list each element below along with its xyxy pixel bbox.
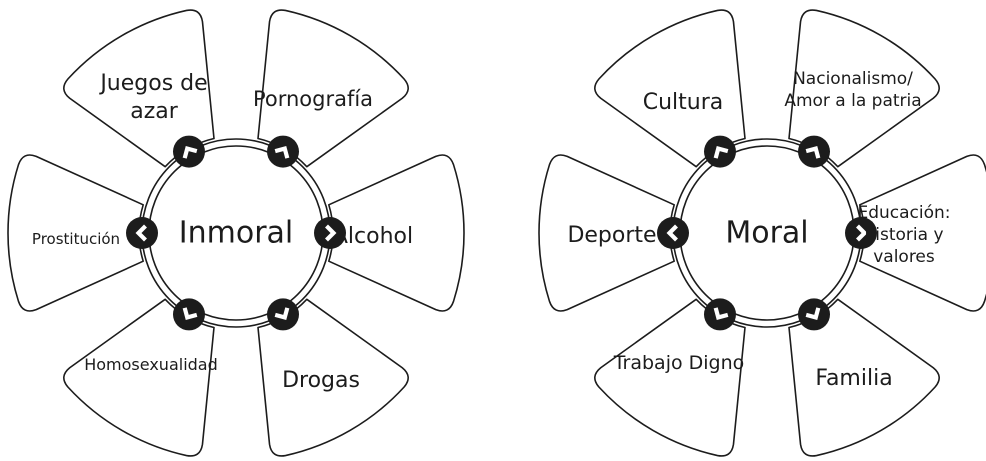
arrow-icon [267, 135, 299, 168]
arrow-icon [126, 217, 158, 249]
arrow-icon [845, 217, 877, 249]
arrow-icon [173, 135, 205, 168]
segment-label: Familia [815, 366, 892, 391]
segment-label: Homosexualidad [84, 355, 218, 374]
center-label: Moral [725, 216, 808, 251]
arrow-icon [704, 135, 736, 168]
segment-0-2 [328, 154, 465, 312]
segment-0-0 [63, 9, 215, 168]
arrow-icon [173, 298, 205, 331]
arrow-icon [798, 135, 830, 168]
segment-0-1 [257, 9, 409, 168]
segment-1-2 [859, 154, 986, 312]
segment-label: Drogas [282, 368, 360, 393]
arrow-icon [267, 298, 299, 331]
segment-label: Nacionalismo/Amor a la patria [784, 69, 921, 111]
wheel-moral: Moral Cultura Nacionalismo/Amor a la patri… [538, 9, 986, 457]
segment-1-1 [788, 9, 940, 168]
segment-label: Trabajo Digno [613, 352, 745, 374]
segment-0-4 [63, 298, 215, 457]
segment-label: Cultura [643, 90, 724, 115]
arrow-icon [798, 298, 830, 331]
segment-1-5 [538, 154, 675, 312]
arrow-icon [314, 217, 346, 249]
arrow-icon [657, 217, 689, 249]
segment-1-3 [788, 298, 940, 457]
segment-1-0 [594, 9, 746, 168]
segment-label: Pornografía [253, 87, 373, 111]
segment-0-3 [257, 298, 409, 457]
arrow-icon [704, 298, 736, 331]
segment-0-5 [7, 154, 144, 312]
segment-label: Prostitución [32, 230, 120, 248]
segment-label: Alcohol [333, 224, 413, 249]
segment-label: Deporte [567, 223, 656, 248]
segment-1-4 [594, 298, 746, 457]
center-label: Inmoral [179, 216, 294, 251]
